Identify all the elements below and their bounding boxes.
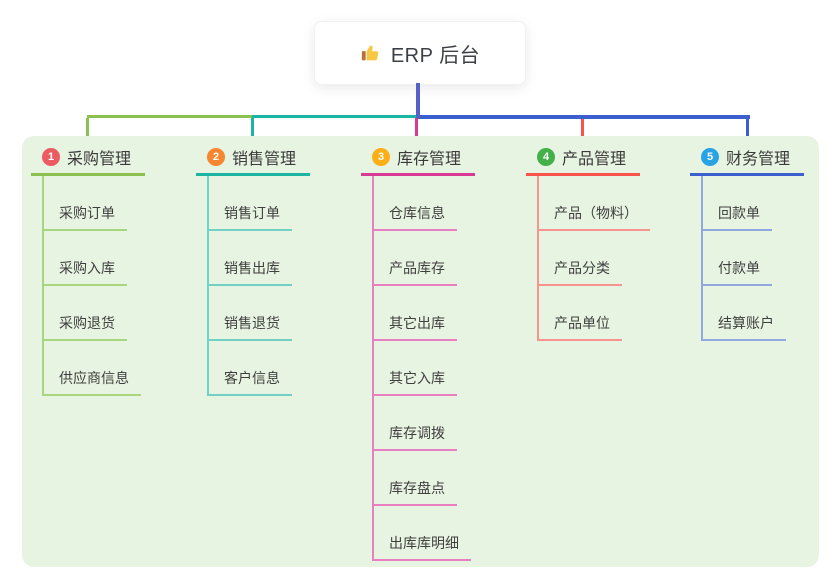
child-topic[interactable]: 产品（物料） (539, 176, 650, 231)
child-topic-label: 销售订单 (224, 205, 280, 221)
child-topic-label: 回款单 (718, 205, 760, 221)
child-topic[interactable]: 销售退货 (209, 286, 292, 341)
child-topic-label: 产品（物料） (554, 205, 638, 221)
connector-drop-3 (415, 118, 418, 144)
connector-root-trunk (416, 83, 420, 118)
child-topic[interactable]: 库存盘点 (374, 451, 457, 506)
connector-bar-teal (252, 115, 418, 118)
branch-topic-label: 库存管理 (397, 151, 462, 168)
child-topic-label: 库存调拨 (389, 425, 445, 441)
child-topic-label: 供应商信息 (59, 370, 129, 386)
connector-drop-1 (86, 118, 89, 144)
connector-drop-5 (746, 118, 749, 144)
branch-number-badge: 4 (537, 148, 555, 166)
child-topic-label: 产品库存 (389, 260, 445, 276)
child-topic-label: 产品单位 (554, 315, 610, 331)
branch-number-badge: 2 (207, 148, 225, 166)
child-topic[interactable]: 库存调拨 (374, 396, 457, 451)
child-topic[interactable]: 仓库信息 (374, 176, 457, 231)
branch-topic[interactable]: 4 产品管理 (526, 141, 641, 176)
child-topic[interactable]: 采购入库 (44, 231, 127, 286)
branch-inventory: 3 库存管理 仓库信息产品库存其它出库其它入库库存调拨库存盘点出库库明细 (361, 136, 521, 561)
branch-group-panel (22, 136, 819, 567)
child-topic[interactable]: 结算账户 (703, 286, 786, 341)
child-topic[interactable]: 出库库明细 (374, 506, 471, 561)
thumbs-up-icon (360, 42, 382, 64)
branch-topic[interactable]: 1 采购管理 (31, 141, 146, 176)
connector-drop-4 (581, 118, 584, 144)
branch-children: 回款单付款单结算账户 (701, 176, 786, 341)
child-topic-label: 采购退货 (59, 315, 115, 331)
branch-children: 仓库信息产品库存其它出库其它入库库存调拨库存盘点出库库明细 (372, 176, 471, 561)
child-topic-label: 付款单 (718, 260, 760, 276)
branch-topic[interactable]: 5 财务管理 (690, 141, 805, 176)
child-topic[interactable]: 付款单 (703, 231, 772, 286)
branch-topic[interactable]: 2 销售管理 (196, 141, 311, 176)
connector-bar-green (87, 115, 253, 118)
child-topic-label: 结算账户 (718, 315, 774, 331)
branch-topic-label: 采购管理 (67, 151, 132, 168)
branch-children: 产品（物料） 产品分类产品单位 (537, 176, 650, 341)
child-topic[interactable]: 其它出库 (374, 286, 457, 341)
child-topic-label: 客户信息 (224, 370, 280, 386)
branch-purchase: 1 采购管理 采购订单采购入库采购退货供应商信息 (31, 136, 191, 396)
child-topic-label: 其它入库 (389, 370, 445, 386)
child-topic[interactable]: 产品库存 (374, 231, 457, 286)
child-topic[interactable]: 回款单 (703, 176, 772, 231)
child-topic[interactable]: 采购退货 (44, 286, 127, 341)
child-topic-label: 产品分类 (554, 260, 610, 276)
branch-product: 4 产品管理 产品（物料） 产品分类产品单位 (526, 136, 686, 341)
child-topic-label: 出库库明细 (389, 535, 459, 551)
branch-finance: 5 财务管理 回款单付款单结算账户 (690, 136, 839, 341)
branch-number-badge: 1 (42, 148, 60, 166)
child-topic[interactable]: 产品分类 (539, 231, 622, 286)
branch-number-badge: 3 (372, 148, 390, 166)
child-topic-label: 库存盘点 (389, 480, 445, 496)
child-topic-label: 采购入库 (59, 260, 115, 276)
branch-sales: 2 销售管理 销售订单销售出库销售退货客户信息 (196, 136, 356, 396)
branch-children: 销售订单销售出库销售退货客户信息 (207, 176, 292, 396)
child-topic-label: 销售出库 (224, 260, 280, 276)
child-topic-label: 采购订单 (59, 205, 115, 221)
branch-topic-label: 财务管理 (726, 151, 791, 168)
branch-topic-label: 销售管理 (232, 151, 297, 168)
child-topic[interactable]: 产品单位 (539, 286, 622, 341)
child-topic[interactable]: 采购订单 (44, 176, 127, 231)
child-topic-label: 仓库信息 (389, 205, 445, 221)
child-topic[interactable]: 客户信息 (209, 341, 292, 396)
branch-topic-label: 产品管理 (562, 151, 627, 168)
connector-bar-blue (417, 115, 750, 119)
root-topic-node[interactable]: ERP 后台 (314, 21, 526, 85)
child-topic[interactable]: 供应商信息 (44, 341, 141, 396)
child-topic[interactable]: 销售订单 (209, 176, 292, 231)
connector-drop-2 (251, 118, 254, 144)
branch-topic[interactable]: 3 库存管理 (361, 141, 476, 176)
child-topic[interactable]: 其它入库 (374, 341, 457, 396)
child-topic-label: 其它出库 (389, 315, 445, 331)
branch-children: 采购订单采购入库采购退货供应商信息 (42, 176, 141, 396)
child-topic-label: 销售退货 (224, 315, 280, 331)
child-topic[interactable]: 销售出库 (209, 231, 292, 286)
root-topic-label: ERP 后台 (390, 44, 481, 67)
branch-number-badge: 5 (701, 148, 719, 166)
